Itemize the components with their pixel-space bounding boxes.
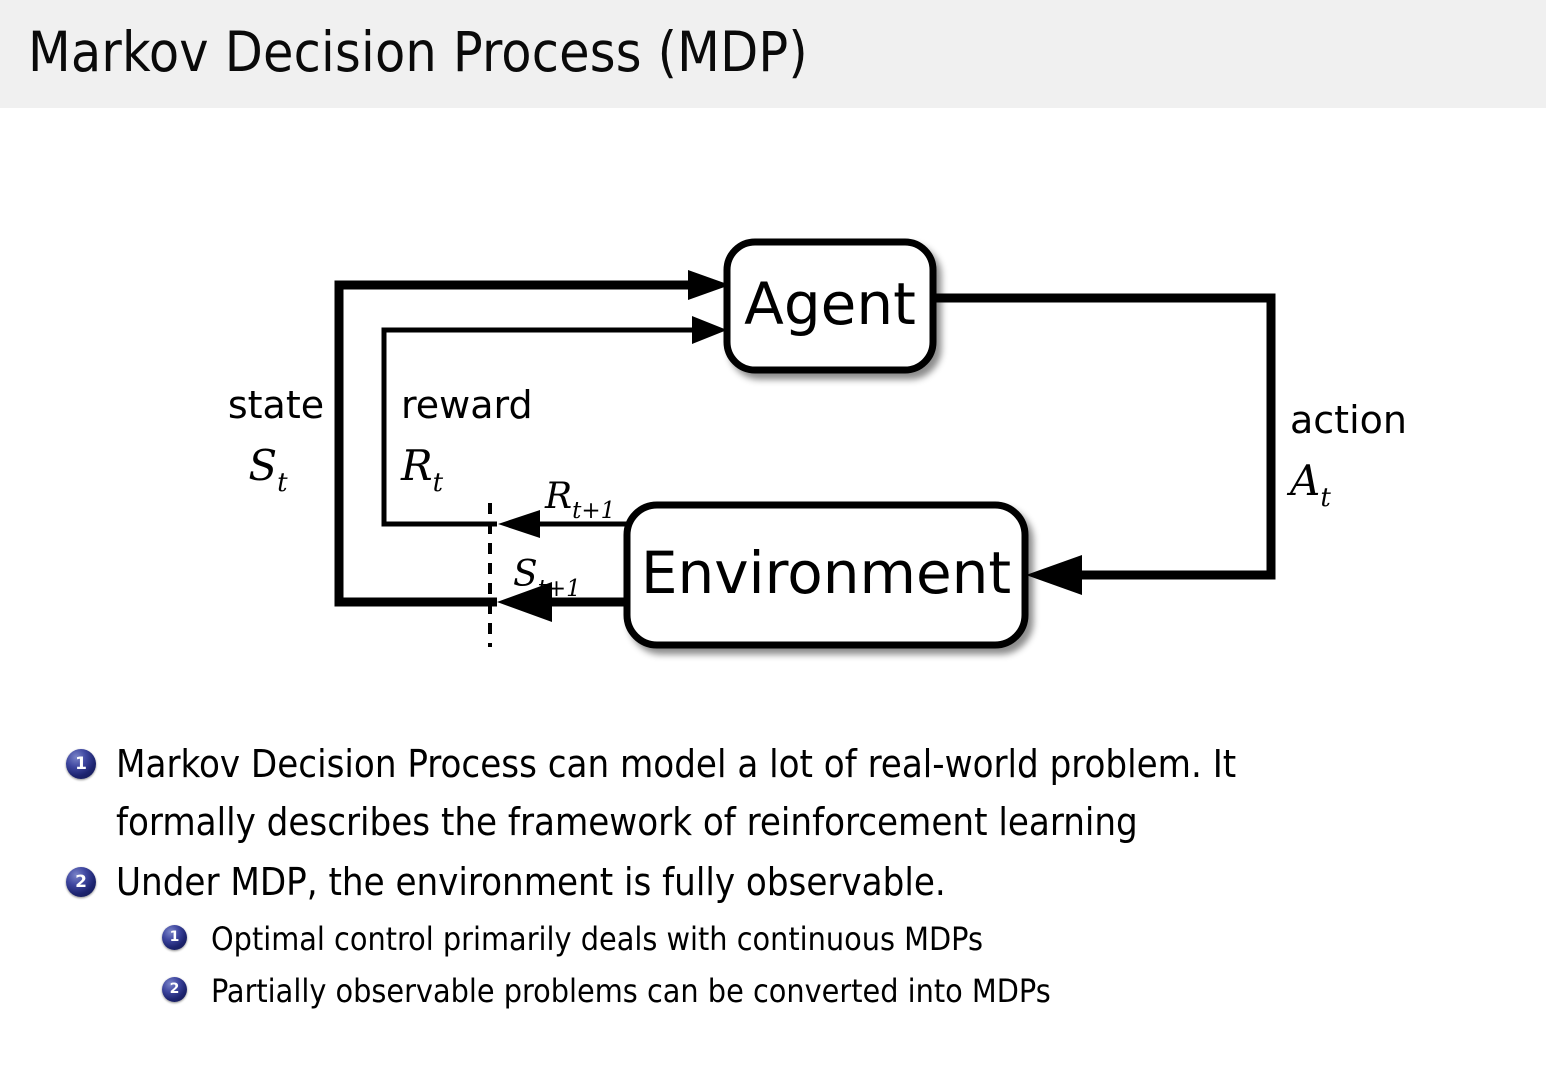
next-state-label: St+1	[513, 554, 581, 602]
bullet-badge-1: 1	[66, 749, 96, 779]
next-reward-arrowhead-icon	[498, 510, 540, 538]
next-reward-label: Rt+1	[544, 476, 615, 524]
action-label-symbol: At	[1286, 456, 1331, 513]
list-item: 2 Partially observable problems can be c…	[0, 965, 1546, 1017]
page-title: Markov Decision Process (MDP)	[28, 20, 808, 84]
bullet-line: Markov Decision Process can model a lot …	[116, 742, 1237, 786]
agent-node	[723, 238, 937, 374]
bullet-line: Under MDP, the environment is fully obse…	[116, 860, 946, 904]
agent-environment-loop-svg: Agent Environment state St reward Rt act…	[228, 238, 1407, 649]
list-item: 2 Under MDP, the environment is fully ob…	[0, 853, 1546, 911]
bullet-line: Optimal control primarily deals with con…	[211, 920, 983, 958]
environment-node	[623, 501, 1029, 649]
state-label-word: state	[228, 383, 324, 427]
state-feedback-path	[334, 280, 700, 607]
agent-node-label: Agent	[744, 270, 916, 338]
reward-label-symbol: Rt	[400, 441, 444, 498]
mdp-interaction-diagram: Agent Environment state St reward Rt act…	[0, 120, 1546, 700]
bullet-badge-2: 2	[66, 867, 96, 897]
sub-bullet-badge-1: 1	[162, 925, 187, 950]
state-arrowhead-icon	[688, 270, 730, 300]
reward-arrowhead-icon	[692, 316, 727, 344]
list-item: 1 Markov Decision Process can model a lo…	[0, 735, 1546, 851]
sub-bullet-badge-2: 2	[162, 977, 187, 1002]
state-label-symbol: St	[248, 441, 288, 498]
list-item: 1 Optimal control primarily deals with c…	[0, 913, 1546, 965]
bullet-text-1: Markov Decision Process can model a lot …	[96, 735, 1546, 851]
content-bullet-list: 1 Markov Decision Process can model a lo…	[0, 735, 1546, 1017]
reward-feedback-path	[381, 327, 700, 527]
environment-node-label: Environment	[641, 539, 1011, 607]
bullet-line: Partially observable problems can be con…	[211, 972, 1051, 1010]
bullet-text-2: Under MDP, the environment is fully obse…	[96, 853, 1546, 911]
next-state-arrowhead-icon	[497, 582, 552, 622]
sub-bullet-text-2: Partially observable problems can be con…	[187, 965, 1546, 1017]
bullet-line: formally describes the framework of rein…	[116, 800, 1138, 844]
action-arrowhead-icon	[1026, 555, 1082, 595]
reward-label-word: reward	[401, 383, 533, 427]
action-path	[933, 293, 1276, 580]
slide-header-band	[0, 0, 1546, 108]
sub-bullet-text-1: Optimal control primarily deals with con…	[187, 913, 1546, 965]
action-label-word: action	[1290, 398, 1407, 442]
